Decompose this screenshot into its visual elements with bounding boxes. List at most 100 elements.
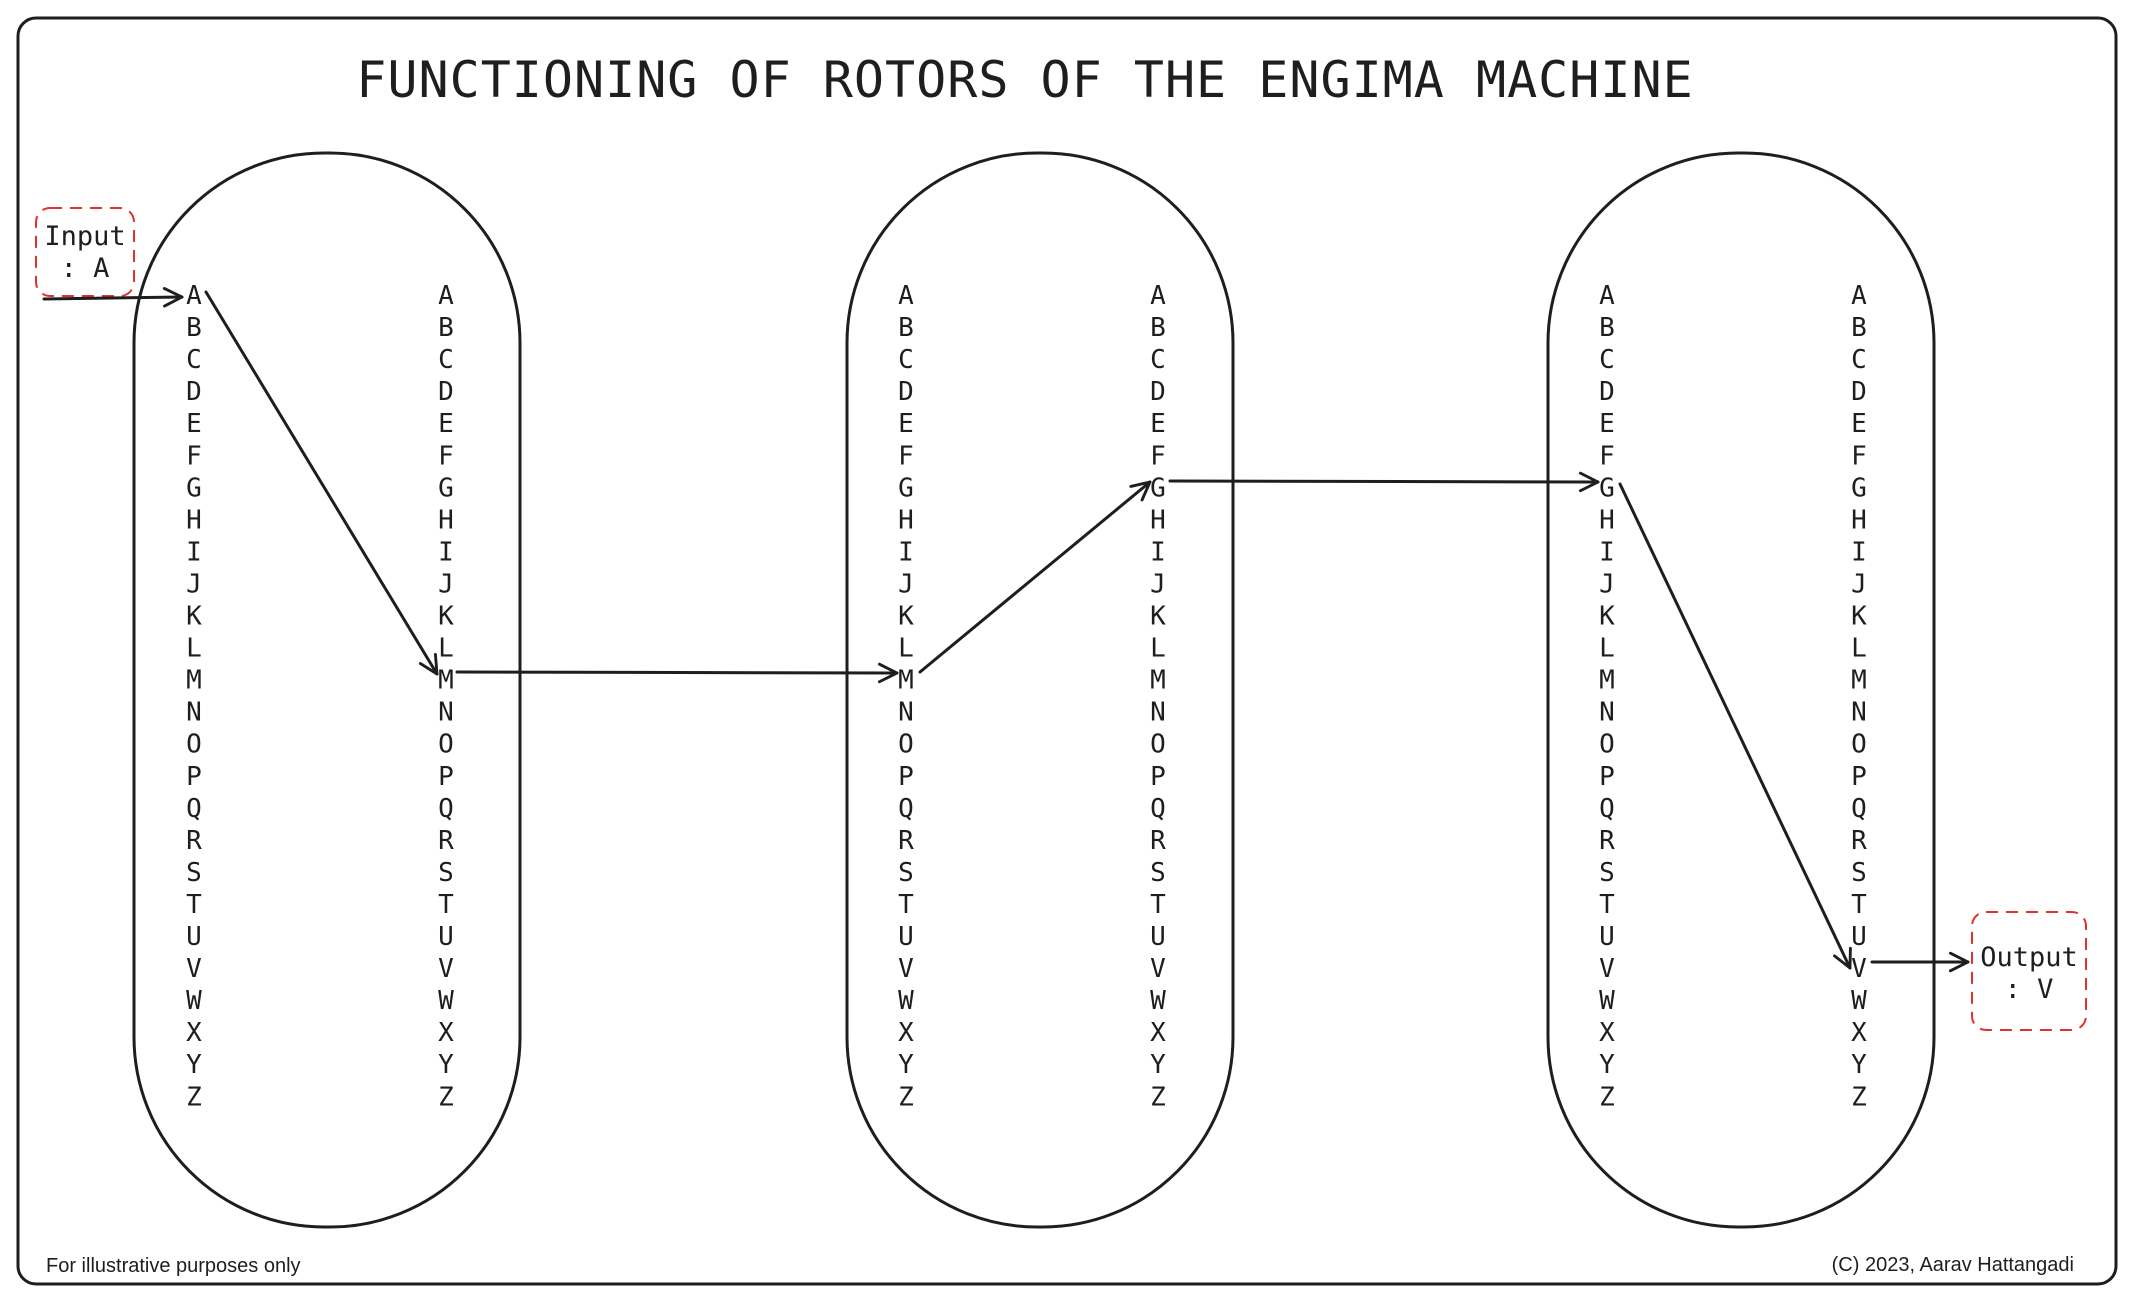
rotor-letter: M bbox=[438, 666, 454, 696]
rotor-letter: E bbox=[898, 409, 914, 439]
rotor-letter: U bbox=[1150, 922, 1166, 952]
rotor-letter: J bbox=[186, 570, 202, 600]
rotor-letter: L bbox=[1599, 634, 1615, 664]
rotor-3-capsule bbox=[1546, 151, 1936, 1229]
rotor-letter: K bbox=[438, 602, 454, 632]
rotor-letter: W bbox=[186, 986, 202, 1016]
rotor-letter: C bbox=[1150, 345, 1166, 375]
rotor-letter: J bbox=[1150, 570, 1166, 600]
rotor-letter: T bbox=[438, 890, 454, 920]
arrow-rotor1-to-rotor2 bbox=[455, 662, 899, 684]
rotor-letter: L bbox=[1851, 634, 1867, 664]
arrow-rotor2-m-to-g bbox=[918, 480, 1152, 674]
rotor-letter: O bbox=[1851, 730, 1867, 760]
rotor-letter: H bbox=[186, 505, 202, 535]
rotor-letter: U bbox=[1851, 922, 1867, 952]
rotor-letter: L bbox=[438, 634, 454, 664]
rotor-letter: V bbox=[1851, 954, 1867, 984]
rotor-letter: E bbox=[1150, 409, 1166, 439]
rotor-letter: Q bbox=[1150, 794, 1166, 824]
rotor-letter: H bbox=[1851, 505, 1867, 535]
rotor-letter: R bbox=[1851, 826, 1867, 856]
footer-disclaimer: For illustrative purposes only bbox=[46, 1255, 301, 1277]
output-label: Output bbox=[1980, 942, 2078, 973]
rotor-letter: V bbox=[438, 954, 454, 984]
rotor-letter: U bbox=[438, 922, 454, 952]
rotor-letter: G bbox=[1150, 473, 1166, 503]
rotor-1-capsule bbox=[132, 151, 522, 1229]
rotor-letter: V bbox=[1150, 954, 1166, 984]
rotor-letter: M bbox=[1599, 666, 1615, 696]
rotor-letter: G bbox=[1599, 473, 1615, 503]
rotor-letter: E bbox=[1851, 409, 1867, 439]
input-label: Input bbox=[44, 221, 125, 252]
rotor-letter: W bbox=[1150, 986, 1166, 1016]
rotor-letter: Q bbox=[438, 794, 454, 824]
rotor-letter: B bbox=[1851, 313, 1867, 343]
rotor-letter: K bbox=[1599, 602, 1615, 632]
rotor-letter: X bbox=[186, 1018, 202, 1048]
rotor-letter: Q bbox=[1599, 794, 1615, 824]
rotor-letter: G bbox=[438, 473, 454, 503]
rotor-letter: Y bbox=[1599, 1050, 1615, 1080]
rotor-letter: Y bbox=[898, 1050, 914, 1080]
rotor-letter: F bbox=[1851, 441, 1867, 471]
rotor-letter: G bbox=[186, 473, 202, 503]
rotor-letter: S bbox=[438, 858, 454, 888]
rotor-letter: D bbox=[1150, 377, 1166, 407]
arrow-rotor2-to-rotor3 bbox=[1168, 471, 1600, 493]
rotor-letter: X bbox=[1150, 1018, 1166, 1048]
rotor-letter: D bbox=[1599, 377, 1615, 407]
rotor-letter: X bbox=[1851, 1018, 1867, 1048]
rotor-letter: K bbox=[1150, 602, 1166, 632]
rotor-letter: Y bbox=[186, 1050, 202, 1080]
rotor-letter: Z bbox=[898, 1082, 914, 1112]
rotor-letter: Q bbox=[898, 794, 914, 824]
rotor-letter: A bbox=[1599, 281, 1615, 311]
rotor-letter: X bbox=[898, 1018, 914, 1048]
rotor-letter: M bbox=[186, 666, 202, 696]
rotor-letter: U bbox=[1599, 922, 1615, 952]
arrow-rotor1-a-to-m bbox=[204, 290, 439, 676]
rotor-letter: B bbox=[438, 313, 454, 343]
rotor-letter: W bbox=[1599, 986, 1615, 1016]
rotor-letter: I bbox=[1851, 537, 1867, 567]
rotor-letter: O bbox=[186, 730, 202, 760]
rotor-letter: M bbox=[1150, 666, 1166, 696]
rotor-letter: Q bbox=[1851, 794, 1867, 824]
rotor-letter: N bbox=[438, 698, 454, 728]
rotor-letter: A bbox=[1150, 281, 1166, 311]
rotor-letter: S bbox=[898, 858, 914, 888]
rotor-letter: O bbox=[1150, 730, 1166, 760]
rotor-letter: D bbox=[438, 377, 454, 407]
rotor-letter: N bbox=[1851, 698, 1867, 728]
rotor-letter: P bbox=[438, 762, 454, 792]
rotor-letter: S bbox=[1599, 858, 1615, 888]
rotor-letter: R bbox=[438, 826, 454, 856]
rotor-letter: A bbox=[1851, 281, 1867, 311]
rotor-letter: Z bbox=[186, 1082, 202, 1112]
rotor-letter: R bbox=[1599, 826, 1615, 856]
rotor-letter: F bbox=[1599, 441, 1615, 471]
rotor-letter: W bbox=[1851, 986, 1867, 1016]
rotor-letter: N bbox=[1599, 698, 1615, 728]
rotor-letter: O bbox=[1599, 730, 1615, 760]
rotor-letter: F bbox=[1150, 441, 1166, 471]
rotor-letter: E bbox=[1599, 409, 1615, 439]
rotor-letter: N bbox=[186, 698, 202, 728]
rotor-letter: B bbox=[1150, 313, 1166, 343]
rotor-letter: K bbox=[1851, 602, 1867, 632]
rotor-letter: R bbox=[898, 826, 914, 856]
rotor-letter: R bbox=[186, 826, 202, 856]
rotor-letter: L bbox=[1150, 634, 1166, 664]
rotor-letter: I bbox=[1150, 537, 1166, 567]
rotor-letter: P bbox=[898, 762, 914, 792]
rotor-letter: J bbox=[898, 570, 914, 600]
rotor-2-capsule bbox=[845, 151, 1235, 1229]
rotor-letter: N bbox=[1150, 698, 1166, 728]
footer-copyright: (C) 2023, Aarav Hattangadi bbox=[1832, 1254, 2074, 1276]
rotor-letter: K bbox=[186, 602, 202, 632]
rotor-letter: Z bbox=[1599, 1082, 1615, 1112]
rotor-letter: Y bbox=[1851, 1050, 1867, 1080]
